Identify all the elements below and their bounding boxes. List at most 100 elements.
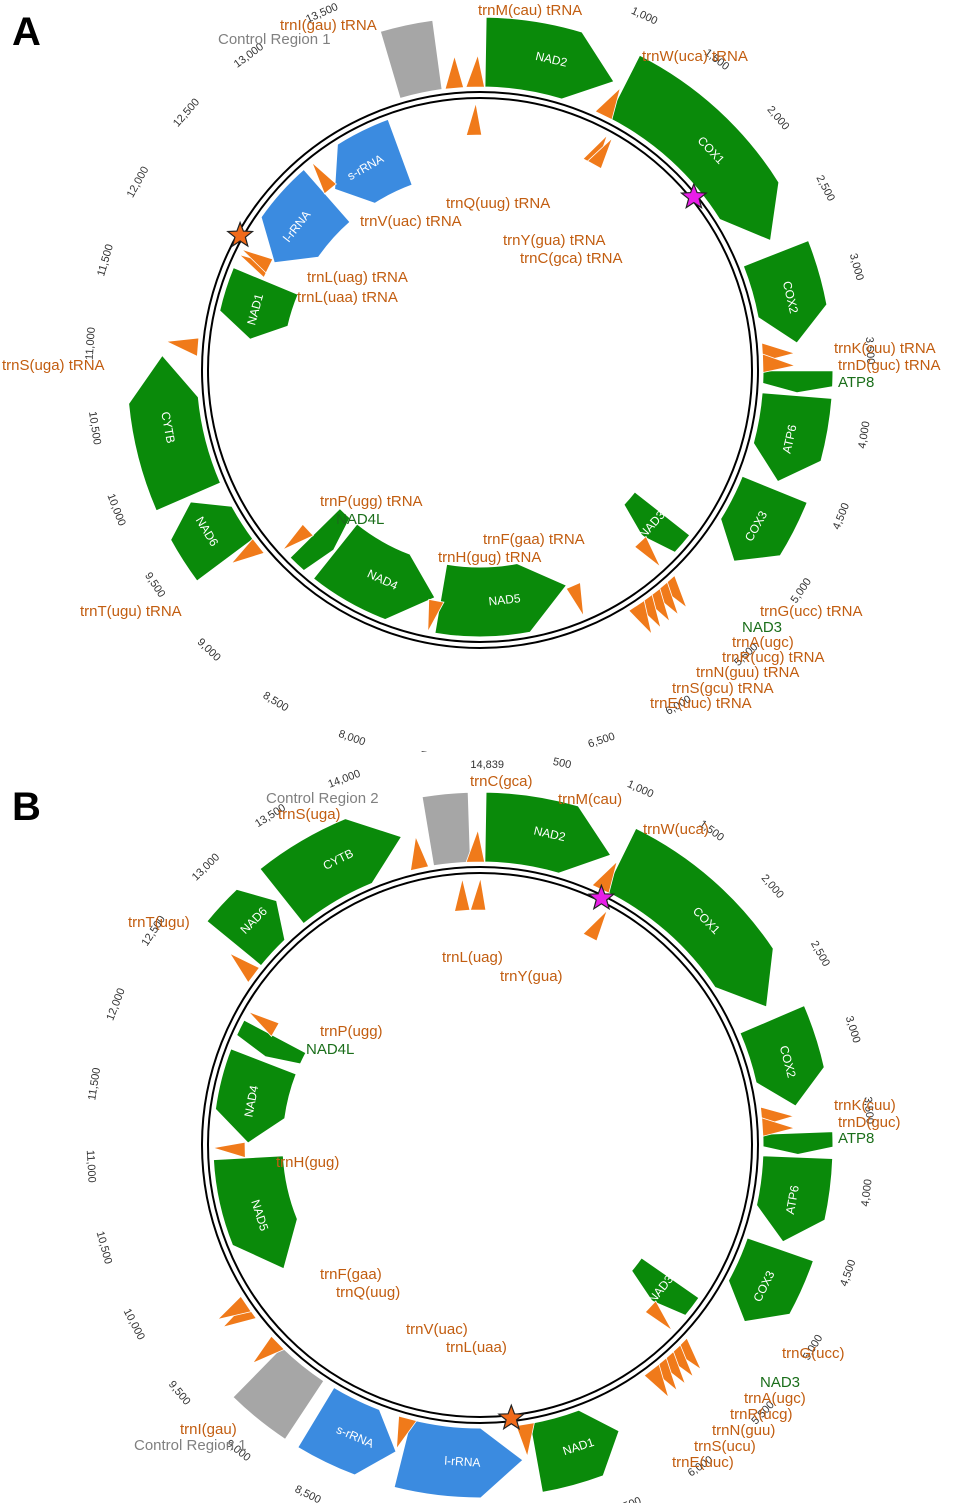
annotation-label: trnD(guc) tRNA (838, 357, 941, 374)
marker-star-icon (226, 220, 255, 248)
trna-arrow (427, 598, 445, 632)
origin-label: 14,839 (470, 759, 504, 771)
nad6-feature (170, 501, 254, 582)
panel-b-map: B5001,0001,5002,0002,5003,0003,5004,0004… (12, 756, 901, 1503)
tick-label: 5,000 (789, 576, 814, 605)
annotation-label: trnQ(uug) tRNA (446, 195, 550, 212)
tick-label: 7,000 (505, 751, 534, 752)
tick-label: 12,500 (171, 96, 202, 129)
trna-arrow (465, 102, 483, 136)
annotation-label: ATP8 (838, 374, 874, 391)
trna-arrow (212, 1141, 246, 1159)
l-rrna-feature (393, 1418, 524, 1499)
annotation-label: trnM(cau) tRNA (478, 2, 582, 19)
trna-arrow (515, 1422, 535, 1458)
backbone-inner-ring (207, 97, 753, 643)
cytb-feature (128, 354, 222, 512)
trna-arrow (465, 828, 486, 863)
feature-label: NAD4 (241, 1084, 261, 1118)
tick-label: 11,500 (86, 1067, 103, 1101)
annotation-label: trnM(cau) (558, 791, 622, 808)
tick-label: 4,500 (838, 1258, 858, 1288)
cox2-feature (742, 239, 828, 344)
trna-arrow (644, 1300, 673, 1331)
backbone-inner-ring (207, 872, 753, 1418)
annotation-label: trnR(ucg) (730, 1406, 793, 1423)
annotation-label: trnH(gug) (276, 1154, 339, 1171)
trna-arrow (453, 878, 471, 912)
feature-label: CYTB (158, 410, 178, 444)
feature-label: ATP6 (783, 1184, 802, 1215)
trna-arrow (582, 910, 608, 942)
annotation-label: trnY(gua) tRNA (503, 232, 606, 249)
annotation-label: Control Region 1 (134, 1437, 247, 1454)
tick-label: 9,000 (195, 636, 223, 664)
nad1-feature (219, 266, 299, 340)
annotation-label: trnL(uag) tRNA (307, 269, 408, 286)
annotation-label: trnY(gua) (500, 968, 563, 985)
tick-label: 11,000 (84, 1150, 98, 1183)
annotation-label: NAD4L (336, 511, 384, 528)
nad3-feature (630, 1257, 700, 1317)
annotation-label: trnR(ucg) tRNA (722, 649, 825, 666)
trna-arrow (230, 537, 265, 565)
tick-label: 9,500 (142, 570, 167, 600)
annotation-label: trnK(cuu) tRNA (834, 340, 936, 357)
panel-label: A (12, 10, 41, 54)
atp6-feature (752, 392, 833, 483)
control-region-feature (232, 1346, 325, 1441)
annotation-label: NAD3 (742, 619, 782, 636)
tick-label: 2,500 (813, 173, 836, 203)
tick-label: 10,000 (121, 1307, 147, 1342)
trna-arrow (248, 1011, 280, 1038)
annotation-label: trnT(ugu) (128, 914, 190, 931)
tick-label: 3,000 (843, 1015, 863, 1045)
trna-arrow (761, 1117, 796, 1137)
nad3-feature (623, 491, 691, 554)
tick-label: 12,000 (104, 987, 127, 1023)
tick-label: 7,500 (420, 750, 449, 752)
trna-arrow (164, 337, 200, 358)
annotation-label: trnE(uuc) (672, 1454, 734, 1471)
annotation-label: trnW(uca) (643, 821, 709, 838)
trna-arrow (465, 53, 485, 88)
annotation-label: trnT(ugu) tRNA (80, 603, 182, 620)
tick-label: 10,500 (94, 1230, 114, 1266)
tick-label: 8,500 (261, 690, 291, 715)
annotation-label: trnH(gug) tRNA (438, 549, 541, 566)
nad5-feature (212, 1155, 298, 1270)
cox1-feature (607, 54, 780, 242)
tick-label: 2,000 (759, 872, 786, 901)
tick-label: 2,000 (764, 104, 791, 133)
annotation-label: trnI(gau) tRNA (280, 17, 377, 34)
feature-label: l-rRNA (444, 1454, 481, 1470)
tick-label: 4,000 (859, 1178, 874, 1207)
atp8-feature (762, 1131, 834, 1156)
tick-label: 3,500 (863, 337, 876, 365)
trna-arrow (586, 137, 613, 170)
tick-label: 2,500 (808, 939, 832, 969)
control-region-feature (421, 791, 472, 867)
cox3-feature (727, 1237, 815, 1323)
tick-label: 3,500 (861, 1096, 875, 1124)
trna-arrow (216, 1295, 252, 1321)
trna-arrow (594, 86, 622, 121)
annotation-label: trnQ(uug) (336, 1284, 400, 1301)
annotation-label: trnL(uag) (442, 949, 503, 966)
nad4l-feature (235, 1019, 307, 1065)
panel-label: B (12, 785, 41, 829)
annotation-label: trnC(gca) tRNA (520, 250, 623, 267)
control-region-feature (379, 19, 443, 100)
tick-label: 9,500 (166, 1379, 193, 1408)
annotation-label: trnA(ugc) (744, 1390, 806, 1407)
annotation-label: trnP(ugg) tRNA (320, 493, 423, 510)
tick-label: 6,500 (613, 1495, 643, 1503)
marker-star-icon (497, 1403, 526, 1431)
backbone-outer-ring (201, 866, 759, 1424)
trna-arrow (251, 1335, 285, 1365)
annotation-label: trnS(gcu) tRNA (672, 680, 774, 697)
trna-arrow (565, 581, 584, 617)
annotation-label: trnS(uga) tRNA (2, 357, 105, 374)
annotation-label: NAD4L (306, 1041, 354, 1058)
tick-label: 6,500 (587, 730, 617, 750)
